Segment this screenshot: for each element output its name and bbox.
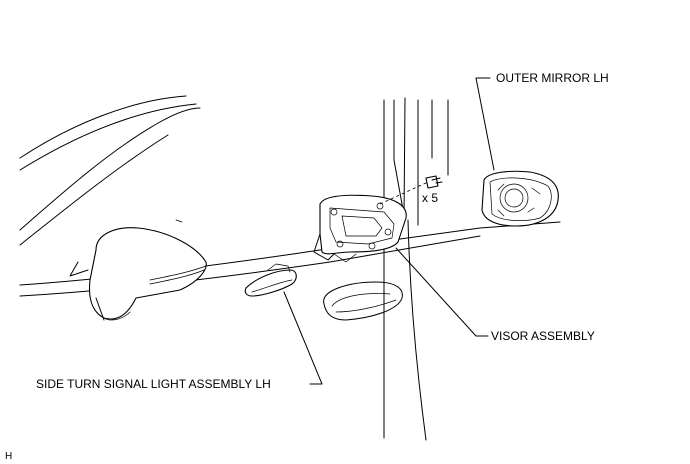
corner-mark: H bbox=[5, 451, 13, 462]
installed-mirror bbox=[69, 227, 207, 321]
leader-side-turn-signal bbox=[283, 291, 323, 385]
door-handle bbox=[323, 281, 403, 321]
bolt-leader-dashed bbox=[379, 181, 429, 205]
visor-assembly-part bbox=[313, 194, 407, 263]
quantity-label: x 5 bbox=[422, 191, 439, 205]
visor-assembly-label: VISOR ASSEMBLY bbox=[491, 329, 595, 343]
leader-visor-assembly bbox=[395, 247, 489, 337]
leader-lines bbox=[283, 77, 495, 385]
bolt-icon bbox=[425, 175, 443, 189]
outer-mirror-label: OUTER MIRROR LH bbox=[496, 71, 609, 85]
side-turn-signal-label: SIDE TURN SIGNAL LIGHT ASSEMBLY LH bbox=[36, 377, 271, 391]
leader-outer-mirror bbox=[475, 77, 495, 171]
outer-mirror-part bbox=[481, 170, 559, 227]
side-turn-signal-part bbox=[244, 263, 297, 297]
